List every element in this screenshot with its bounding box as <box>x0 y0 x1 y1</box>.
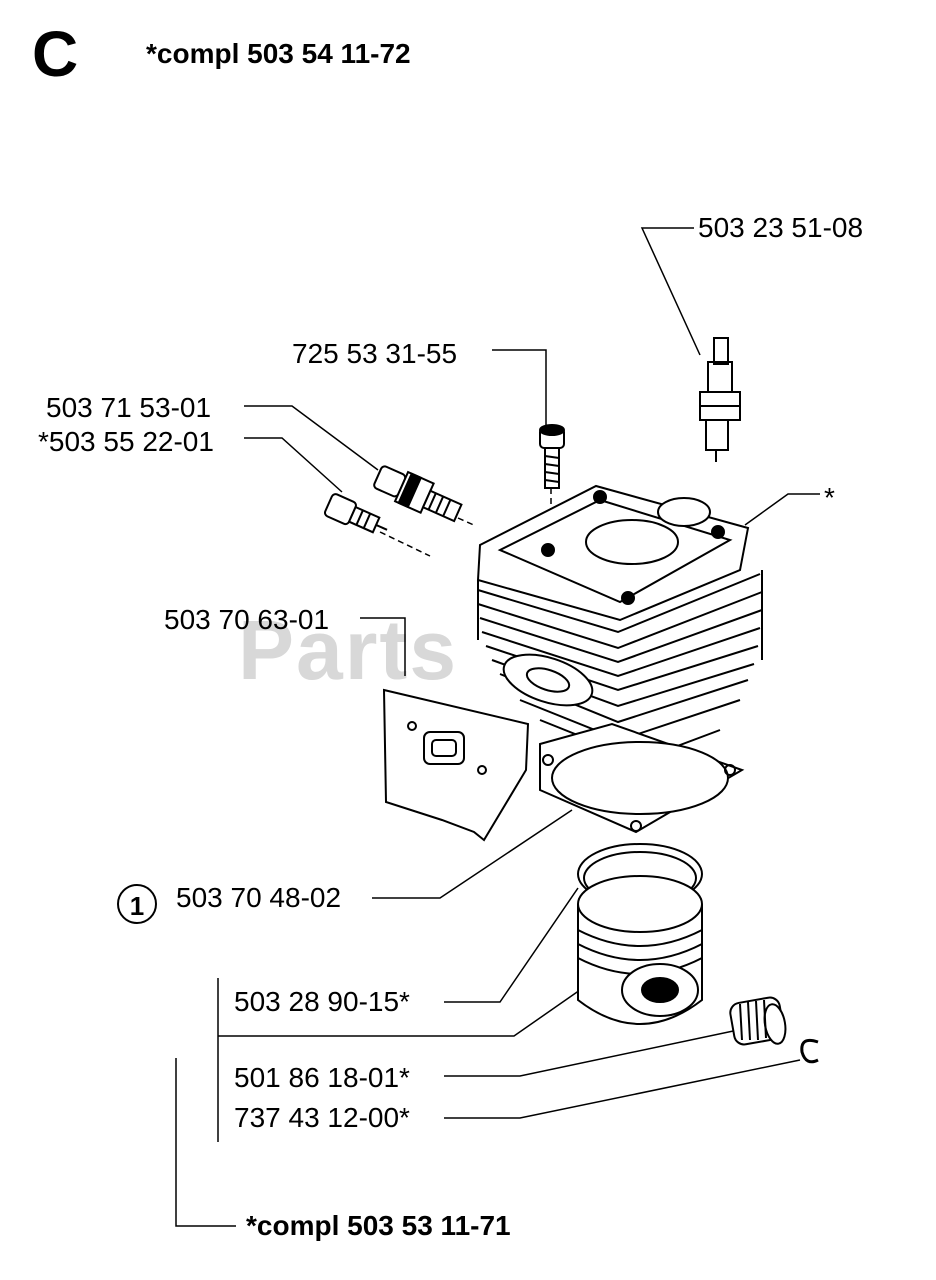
leader-screw <box>492 349 547 432</box>
leader-piston <box>444 887 579 1003</box>
heat-shield-drawing <box>382 688 530 842</box>
leader-heat-shield <box>360 617 406 676</box>
label-heat-shield: 503 70 63-01 <box>164 604 330 635</box>
plug-drawing <box>323 493 388 534</box>
label-cylinder: * <box>824 482 835 513</box>
leader-needle-bearing <box>444 1029 739 1077</box>
piston-drawing <box>577 875 703 1025</box>
label-piston: 503 28 90-15* <box>234 986 410 1017</box>
reference-number-badge: 1 <box>117 884 157 924</box>
leader-cylinder <box>744 493 820 526</box>
axis-decomp <box>457 517 477 527</box>
section-letter: C <box>32 18 79 90</box>
label-plug: *503 55 22-01 <box>38 426 214 457</box>
spark-plug-drawing <box>699 337 741 462</box>
label-screw: 725 53 31-55 <box>292 338 458 369</box>
leader-decompression-valve <box>244 405 379 471</box>
decompression-valve-drawing <box>373 465 463 523</box>
leader-spark-plug <box>640 227 701 356</box>
axis-plug <box>379 531 431 557</box>
kit-title-bottom: *compl 503 53 11-71 <box>246 1210 511 1241</box>
kit-title-top: *compl 503 54 11-72 <box>146 38 411 69</box>
label-spark-plug: 503 23 51-08 <box>698 212 864 243</box>
label-decompression-valve: 503 71 53-01 <box>46 392 212 423</box>
cylinder-drawing <box>476 484 763 762</box>
needle-bearing-drawing <box>729 996 787 1046</box>
leader-lines <box>175 227 820 1227</box>
label-needle-bearing: 501 86 18-01* <box>234 1062 410 1093</box>
watermark: Parts <box>238 603 459 697</box>
leader-plug <box>244 437 343 493</box>
screw-drawing <box>539 424 565 489</box>
leader-circlip <box>444 1059 801 1119</box>
leader-gasket <box>372 809 573 899</box>
circlip-drawing <box>800 1038 819 1064</box>
label-circlip: 737 43 12-00* <box>234 1102 410 1133</box>
gasket-drawing <box>539 722 745 834</box>
bracket-lower-kit <box>175 1058 236 1227</box>
label-gasket: 503 70 48-02 <box>176 882 342 913</box>
leader-piston-pin <box>218 989 581 1037</box>
